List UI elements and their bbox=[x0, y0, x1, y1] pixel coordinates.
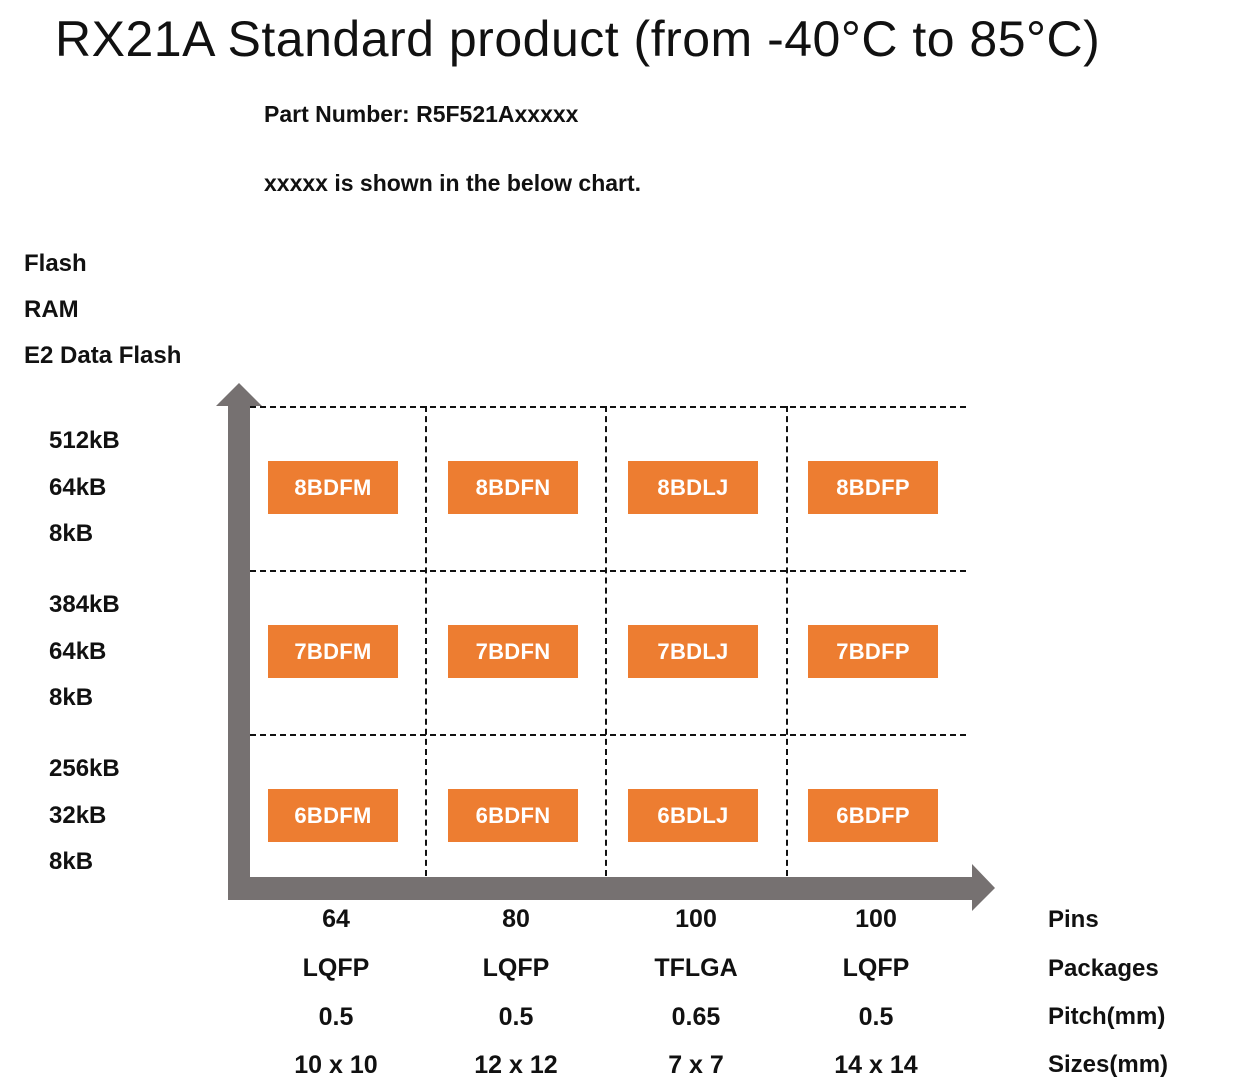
x-legend-packages: Packages bbox=[1048, 955, 1159, 982]
x-col-size: 12 x 12 bbox=[474, 1051, 558, 1079]
part-chip: 8BDFP bbox=[808, 461, 938, 514]
x-legend-pitch: Pitch(mm) bbox=[1048, 1003, 1166, 1030]
y-axis-arrow-icon bbox=[216, 383, 262, 406]
page-title: RX21A Standard product (from -40°C to 85… bbox=[55, 11, 1101, 67]
x-col-pitch: 0.5 bbox=[498, 1003, 534, 1031]
x-col-package: LQFP bbox=[302, 954, 370, 982]
x-col-size: 14 x 14 bbox=[834, 1051, 918, 1079]
x-col-pitch: 0.65 bbox=[671, 1003, 721, 1031]
grid-line-col-1 bbox=[425, 406, 427, 876]
x-col-pins: 80 bbox=[502, 905, 530, 933]
y-row-flash: 384kB bbox=[49, 591, 120, 618]
x-legend-pins: Pins bbox=[1048, 906, 1099, 933]
product-grid: 8BDFM 8BDFN 8BDLJ 8BDFP 7BDFM 7BDFN 7BDL… bbox=[250, 406, 966, 876]
y-legend-e2-data-flash: E2 Data Flash bbox=[24, 342, 182, 369]
y-row-ram: 64kB bbox=[49, 474, 107, 501]
y-row-e2: 8kB bbox=[49, 684, 94, 711]
part-chip: 8BDFM bbox=[268, 461, 398, 514]
x-col-package: TFLGA bbox=[654, 954, 738, 982]
part-chip: 7BDFN bbox=[448, 625, 578, 678]
part-chip: 8BDLJ bbox=[628, 461, 758, 514]
x-col-pins: 64 bbox=[322, 905, 350, 933]
part-chip: 7BDLJ bbox=[628, 625, 758, 678]
x-legend-sizes: Sizes(mm) bbox=[1048, 1051, 1169, 1078]
x-col-pins: 100 bbox=[855, 905, 897, 933]
chart-note: xxxxx is shown in the below chart. bbox=[264, 170, 642, 196]
y-row-flash: 512kB bbox=[49, 427, 120, 454]
y-row-flash: 256kB bbox=[49, 755, 120, 782]
y-row-e2: 8kB bbox=[49, 520, 94, 547]
grid-line-col-2 bbox=[605, 406, 607, 876]
grid-line-col-3 bbox=[786, 406, 788, 876]
part-chip: 7BDFP bbox=[808, 625, 938, 678]
y-row-ram: 32kB bbox=[49, 802, 107, 829]
y-legend-flash: Flash bbox=[24, 250, 87, 277]
x-col-package: LQFP bbox=[482, 954, 550, 982]
x-col-pins: 100 bbox=[675, 905, 717, 933]
y-legend-ram: RAM bbox=[24, 296, 79, 323]
part-chip: 6BDFN bbox=[448, 789, 578, 842]
x-col-pitch: 0.5 bbox=[318, 1003, 354, 1031]
x-axis-shaft bbox=[228, 877, 974, 900]
part-chip: 8BDFN bbox=[448, 461, 578, 514]
part-number: Part Number: R5F521Axxxxx bbox=[264, 101, 579, 127]
x-col-pitch: 0.5 bbox=[858, 1003, 894, 1031]
x-col-package: LQFP bbox=[842, 954, 910, 982]
grid-line-top bbox=[250, 406, 966, 408]
grid-line-row-1 bbox=[250, 570, 966, 572]
y-axis-shaft bbox=[228, 404, 250, 900]
x-axis-arrow-icon bbox=[972, 864, 995, 911]
part-chip: 6BDFP bbox=[808, 789, 938, 842]
y-row-ram: 64kB bbox=[49, 638, 107, 665]
x-col-size: 10 x 10 bbox=[294, 1051, 378, 1079]
y-row-e2: 8kB bbox=[49, 848, 94, 875]
x-col-size: 7 x 7 bbox=[668, 1051, 724, 1079]
grid-line-row-2 bbox=[250, 734, 966, 736]
part-chip: 6BDLJ bbox=[628, 789, 758, 842]
part-chip: 7BDFM bbox=[268, 625, 398, 678]
part-chip: 6BDFM bbox=[268, 789, 398, 842]
